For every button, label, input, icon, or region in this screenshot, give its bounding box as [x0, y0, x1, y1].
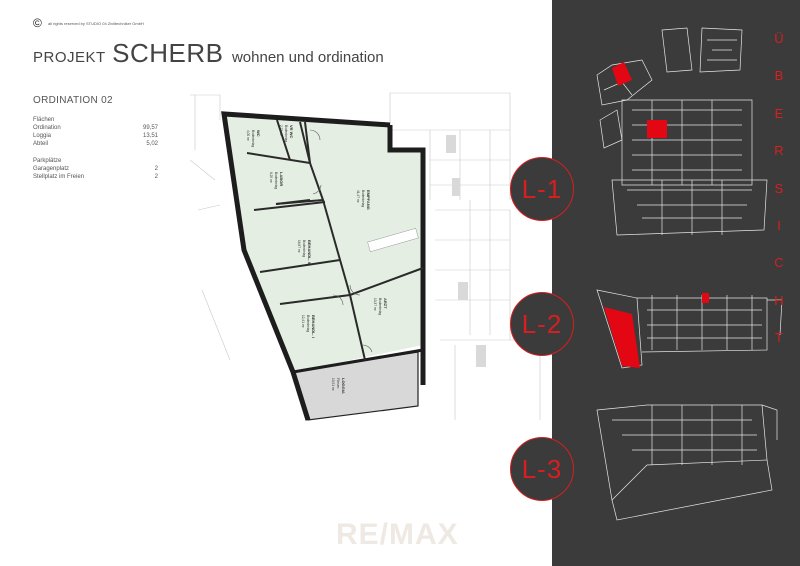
room-sub: Bodenbelag	[302, 240, 306, 257]
room-area: 2,73 m²	[279, 125, 283, 136]
unit-title: ORDINATION 02	[33, 95, 113, 106]
area-value: 13,51	[142, 133, 158, 139]
unit-area	[224, 114, 423, 372]
overview-panel: L-1 L-2 L-3	[510, 0, 800, 566]
level-marker-l1: L-1	[510, 157, 574, 221]
copyright-icon: ©	[33, 16, 42, 30]
room-area: 41,47 m²	[356, 190, 360, 203]
area-row: Ordination 99,57	[33, 124, 158, 132]
door-arcs	[309, 129, 373, 353]
room-name: WC	[256, 130, 261, 137]
parking-value: 2	[154, 166, 158, 172]
overview-vertical-label: Ü B E R S I C H T	[773, 20, 785, 357]
parking-heading: Parkplätze	[33, 158, 62, 164]
room-area: 8,20 m²	[269, 172, 273, 183]
vertical-letter: T	[775, 330, 783, 346]
title-prefix: PROJEKT	[33, 49, 106, 66]
room-name: EMPFANG	[366, 190, 371, 210]
areas-heading: Flächen	[33, 117, 55, 123]
room-area: 13,37 m²	[373, 298, 377, 311]
room-sub: Bodenbelag	[284, 125, 288, 142]
loggia-front-wall	[292, 348, 424, 374]
vertical-letter: C	[774, 255, 784, 271]
overview-plans	[596, 27, 783, 521]
highlight-l2	[604, 307, 640, 368]
room-area: 13,51 m²	[331, 378, 335, 391]
reception-counter	[367, 227, 419, 253]
room-sub: Bodenbelag	[251, 130, 255, 147]
room-labels: EMPFANG Bodenbelag 41,47 m² BEHANDL. II …	[246, 125, 388, 394]
title-suffix: wohnen und ordination	[231, 49, 384, 66]
area-value: 5,02	[146, 141, 158, 147]
parking-label: Stellplatz im Freien	[33, 174, 85, 180]
project-title: PROJEKT SCHERB wohnen und ordination	[33, 38, 384, 69]
parking-value: 2	[154, 174, 158, 180]
room-sub: Bodenbelag	[306, 315, 310, 332]
area-row: Abteil 5,02	[33, 140, 158, 148]
vertical-letter: E	[774, 105, 784, 121]
room-sub: Fliesen	[336, 378, 340, 389]
level-marker-l2: L-2	[510, 292, 574, 356]
context-labels	[446, 135, 486, 367]
floor-plan: EMPFANG Bodenbelag 41,47 m² BEHANDL. II …	[190, 92, 541, 421]
highlight-l1-a	[612, 62, 632, 86]
interior-walls	[246, 119, 424, 361]
level-marker-l3: L-3	[510, 437, 574, 501]
level-2-plan	[596, 289, 783, 369]
room-name: BEHANDL. II	[307, 240, 312, 264]
parking-list: Parkplätze Garagenplatz 2 Stellplatz im F…	[33, 157, 158, 181]
vertical-letter: H	[774, 292, 784, 308]
room-sub: Bodenbelag	[274, 172, 278, 189]
vertical-letter: I	[777, 217, 781, 233]
room-sub: Bodenbelag	[361, 190, 365, 207]
area-value: 99,57	[142, 125, 158, 131]
room-area: 4,00 m²	[246, 130, 250, 141]
room-name: LOGGIA	[341, 378, 346, 394]
level-3-plan	[596, 404, 778, 521]
area-label: Abteil	[33, 141, 49, 147]
title-main: SCHERB	[112, 38, 224, 68]
room-name: BEHANDL. I	[311, 315, 316, 338]
parking-label: Garagenplatz	[33, 166, 70, 172]
highlight-l2-b	[702, 293, 709, 303]
area-label: Loggia	[33, 133, 52, 139]
room-area: 12,41 m²	[301, 315, 305, 328]
vertical-letter: S	[774, 180, 784, 196]
areas-list: Flächen Ordination 99,57 Loggia 13,51 Abte…	[33, 116, 158, 148]
vertical-letter: B	[774, 68, 784, 84]
remax-watermark: RE/MAX	[336, 518, 459, 551]
area-row: Loggia 13,51	[33, 132, 158, 140]
room-area: 16,87 m²	[297, 240, 301, 253]
room-name: LABOR	[279, 172, 284, 186]
copyright-note: all rights reserved by STUDIO 04 Zivilte…	[48, 21, 144, 26]
vertical-letter: R	[774, 143, 784, 159]
outer-wall	[221, 111, 391, 421]
area-label: Ordination	[33, 125, 61, 131]
context-lines	[190, 92, 541, 420]
room-sub: Bodenbelag	[378, 298, 382, 315]
parking-row: Garagenplatz 2	[33, 165, 158, 173]
level-1-plan	[596, 27, 768, 236]
outer-wall-right	[387, 125, 426, 385]
room-name: ARZT	[383, 298, 388, 309]
highlight-l1-b	[647, 120, 667, 138]
parking-row: Stellplatz im Freien 2	[33, 173, 158, 181]
vertical-letter: Ü	[774, 31, 784, 46]
room-name: VR WC	[289, 125, 294, 138]
left-panel: © all rights reserved by STUDIO 04 Zivil…	[33, 16, 541, 551]
